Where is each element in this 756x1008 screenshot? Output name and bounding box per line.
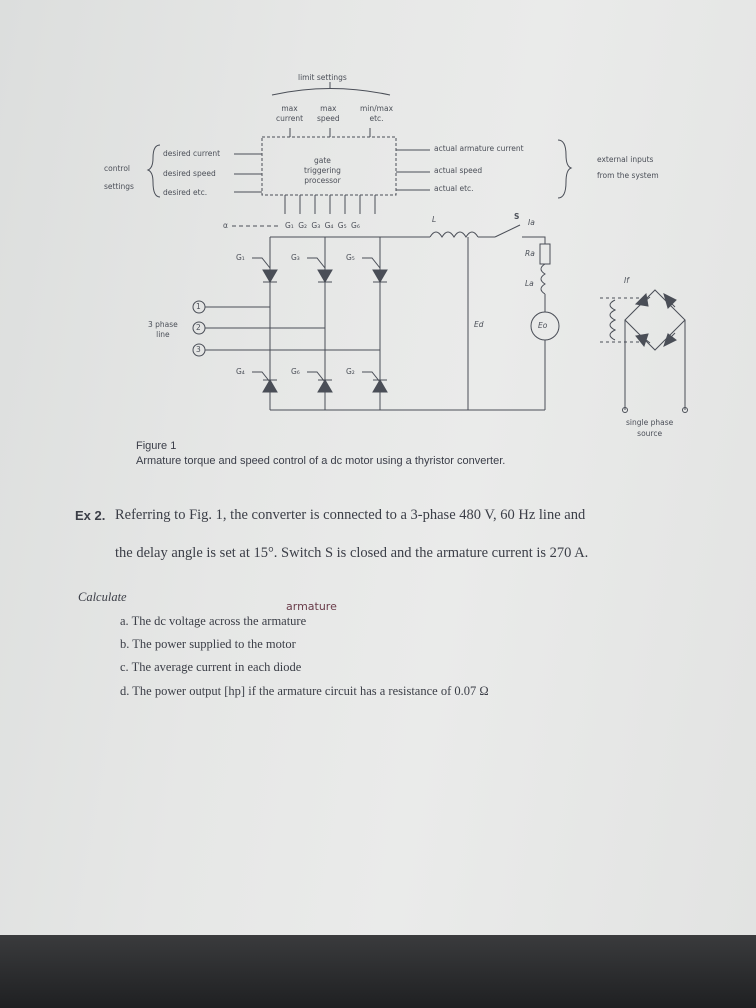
question-c: c. The average current in each diode <box>120 660 302 674</box>
gate-bus-label: G₁ G₂ G₃ G₄ G₅ G₆ <box>285 221 360 230</box>
figure-title: Figure 1 <box>136 440 177 452</box>
exercise-label: Ex 2. <box>75 508 106 523</box>
single-phase-source-label: single phase source <box>626 418 674 438</box>
switch-label: S <box>514 212 520 221</box>
exercise-line-2: the delay angle is set at 15°. Switch S … <box>115 545 589 561</box>
actual-armature-current-label: actual armature current <box>434 144 524 153</box>
g4-label: G₄ <box>236 367 245 376</box>
exercise-line-1: Referring to Fig. 1, the converter is co… <box>115 507 586 523</box>
actual-speed-label: actual speed <box>434 166 483 175</box>
la-label: La <box>525 279 534 288</box>
gate-processor-label: gate triggering processor <box>304 156 341 185</box>
g2-label: G₂ <box>346 367 355 376</box>
handwritten-note: armature <box>286 600 337 613</box>
ra-label: Ra <box>525 249 535 258</box>
question-b: b. The power supplied to the motor <box>120 637 296 651</box>
eo-label: Eo <box>538 321 548 330</box>
g1-label: G₁ <box>236 253 245 262</box>
control-settings-label: control settings <box>104 164 134 191</box>
g6-label: G₆ <box>291 367 300 376</box>
calculate-label: Calculate <box>78 590 127 604</box>
phase-1-label: 1 <box>196 302 201 311</box>
limit-settings-label: limit settings <box>298 73 347 82</box>
three-phase-line-label: 3 phase line <box>148 320 178 339</box>
inductor-label: L <box>432 215 437 224</box>
min-max-label: min/max etc. <box>360 104 394 123</box>
alpha-label: α <box>223 221 228 230</box>
armature-current-label: Ia <box>528 218 535 227</box>
question-a: a. The dc voltage across the armature <box>120 614 307 628</box>
max-current-label: max current <box>276 104 304 123</box>
question-d: d. The power output [hp] if the armature… <box>120 684 489 698</box>
ed-label: Ed <box>474 320 484 329</box>
external-inputs-label: external inputs from the system <box>597 155 659 180</box>
desired-current-label: desired current <box>163 149 221 158</box>
actual-etc-label: actual etc. <box>434 184 474 193</box>
field-current-label: If <box>624 276 629 285</box>
phase-2-label: 2 <box>196 323 201 332</box>
g5-label: G₅ <box>346 253 355 262</box>
phase-3-label: 3 <box>196 345 201 354</box>
paper-sheet <box>0 0 756 935</box>
g3-label: G₃ <box>291 253 300 262</box>
desired-speed-label: desired speed <box>163 169 216 178</box>
desk-background <box>0 935 756 1008</box>
max-speed-label: max speed <box>317 104 340 123</box>
desired-etc-label: desired etc. <box>163 188 208 197</box>
figure-caption: Armature torque and speed control of a d… <box>136 455 506 467</box>
